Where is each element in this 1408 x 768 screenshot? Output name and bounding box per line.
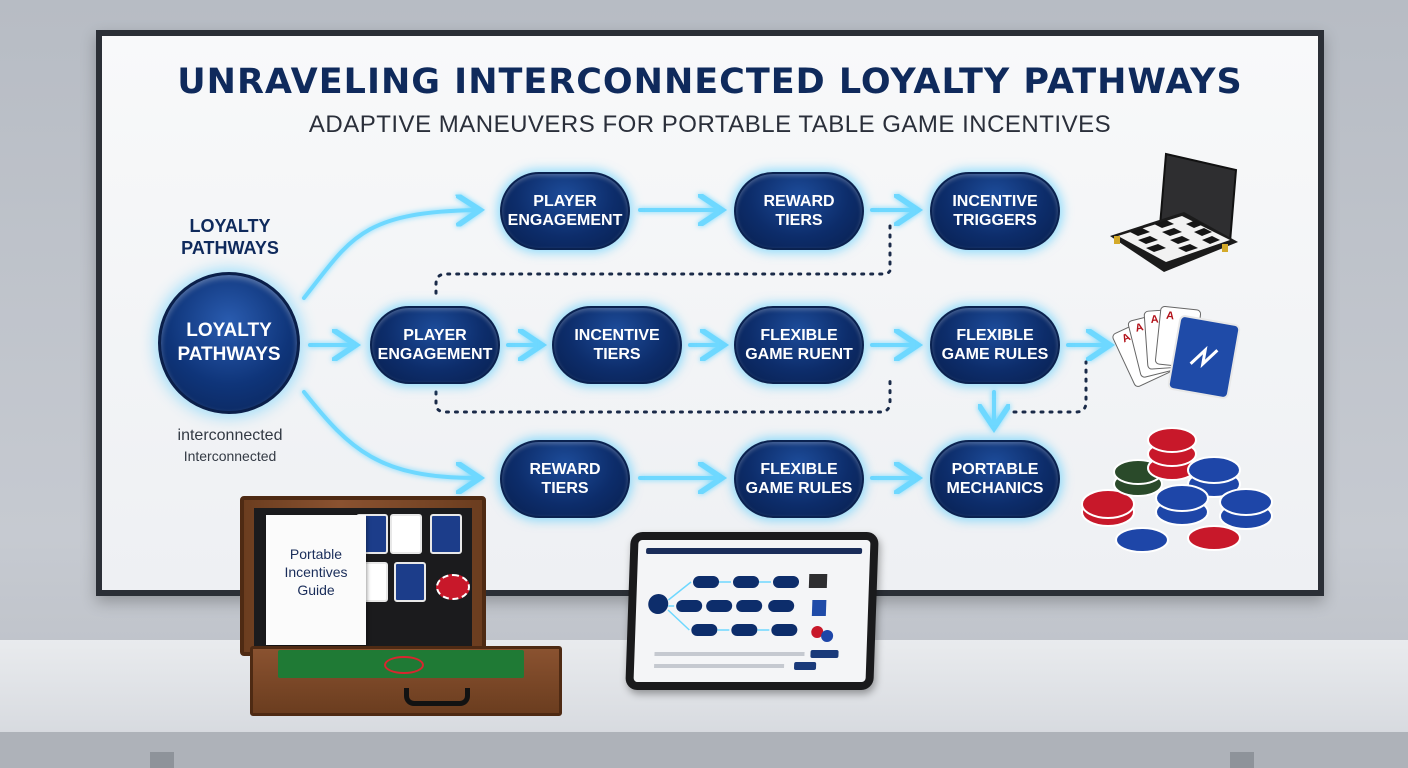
mini-card-icon — [430, 514, 462, 554]
node-line2: GAME RULES — [745, 480, 853, 497]
node-line1: INCENTIVE — [574, 327, 660, 344]
node-line2: ENGAGEMENT — [507, 212, 623, 229]
node-line1: FLEXIBLE — [760, 461, 838, 478]
node-r1-player-engagement[interactable]: PLAYER ENGAGEMENT — [500, 172, 630, 250]
node-line2: MECHANICS — [946, 480, 1044, 497]
node-line1: PLAYER — [533, 193, 597, 210]
node-r1-incentive-triggers[interactable]: INCENTIVE TRIGGERS — [930, 172, 1060, 250]
table-leg-left — [150, 752, 174, 768]
caption-line1: interconnected — [177, 427, 283, 444]
node-r2-flexible-game-rules[interactable]: FLEXIBLE GAME RULES — [930, 306, 1060, 384]
interconnected-caption: interconnected Interconnected — [150, 426, 310, 466]
node-line1: PORTABLE — [951, 461, 1039, 478]
node-r1-reward-tiers[interactable]: REWARD TIERS — [734, 172, 864, 250]
node-line2: TIERS — [775, 212, 823, 229]
guide-line2: Incentives — [284, 564, 348, 580]
hub-loyalty-pathways[interactable]: LOYALTY PATHWAYS — [158, 272, 300, 414]
node-line2: TRIGGERS — [953, 212, 1037, 229]
svg-text:A: A — [1134, 321, 1145, 335]
poker-chips-icon — [1081, 427, 1273, 553]
svg-text:A: A — [1166, 310, 1175, 323]
felt-circle-icon — [384, 656, 424, 674]
diagram-subtitle: ADAPTIVE MANEUVERS FOR PORTABLE TABLE GA… — [308, 111, 1112, 138]
playing-cards-icon: A A A A — [1112, 305, 1241, 399]
node-r3-reward-tiers[interactable]: REWARD TIERS — [500, 440, 630, 518]
tablet-screen — [633, 540, 871, 682]
table-edge — [0, 732, 1408, 768]
node-line1: REWARD — [763, 193, 835, 210]
svg-text:A: A — [1150, 313, 1159, 326]
loyalty-pathways-label: LOYALTY PATHWAYS — [160, 215, 300, 259]
loyalty-pathways-label-line1: LOYALTY — [189, 216, 271, 236]
dotted-loop-right — [1012, 360, 1088, 414]
guide-line3: Guide — [297, 582, 335, 598]
dotted-loop-bottom — [434, 378, 892, 414]
mini-chip-icon — [436, 574, 470, 600]
node-line1: FLEXIBLE — [760, 327, 838, 344]
portable-incentives-guide[interactable]: Portable Incentives Guide — [266, 515, 366, 645]
node-line1: FLEXIBLE — [956, 327, 1034, 344]
node-line2: GAME RUENT — [745, 346, 853, 363]
node-line2: ENGAGEMENT — [377, 346, 493, 363]
diagram-title: UNRAVELING INTERCONNECTED LOYALTY PATHWA… — [177, 62, 1243, 102]
node-line1: PLAYER — [403, 327, 467, 344]
node-r2-player-engagement[interactable]: PLAYER ENGAGEMENT — [370, 306, 500, 384]
briefcase-handle — [404, 688, 470, 706]
guide-line1: Portable — [289, 546, 343, 562]
loyalty-pathways-label-line2: PATHWAYS — [181, 238, 279, 258]
node-r2-flexible-game-ruent[interactable]: FLEXIBLE GAME RUENT — [734, 306, 864, 384]
node-line1: REWARD — [529, 461, 601, 478]
hub-line2: PATHWAYS — [177, 344, 281, 365]
mini-card-icon — [390, 514, 422, 554]
node-r3-portable-mechanics[interactable]: PORTABLE MECHANICS — [930, 440, 1060, 518]
dotted-loop-top — [434, 224, 892, 302]
node-r3-flexible-game-rules[interactable]: FLEXIBLE GAME RULES — [734, 440, 864, 518]
table-leg-right — [1230, 752, 1254, 768]
tablet-device[interactable] — [625, 532, 879, 690]
node-line2: TIERS — [593, 346, 641, 363]
mini-card-icon — [394, 562, 426, 602]
tablet-diagram-thumbnail — [646, 548, 863, 670]
node-r2-incentive-tiers[interactable]: INCENTIVE TIERS — [552, 306, 682, 384]
node-line2: GAME RULES — [941, 346, 1049, 363]
node-line1: INCENTIVE — [952, 193, 1038, 210]
connector-hub-to-r1 — [302, 210, 476, 300]
caption-line2: Interconnected — [183, 448, 277, 464]
node-line2: TIERS — [541, 480, 589, 497]
hub-line1: LOYALTY — [186, 320, 272, 341]
chessboard-case-icon — [1110, 152, 1238, 272]
connector-hub-to-r3 — [302, 390, 476, 478]
